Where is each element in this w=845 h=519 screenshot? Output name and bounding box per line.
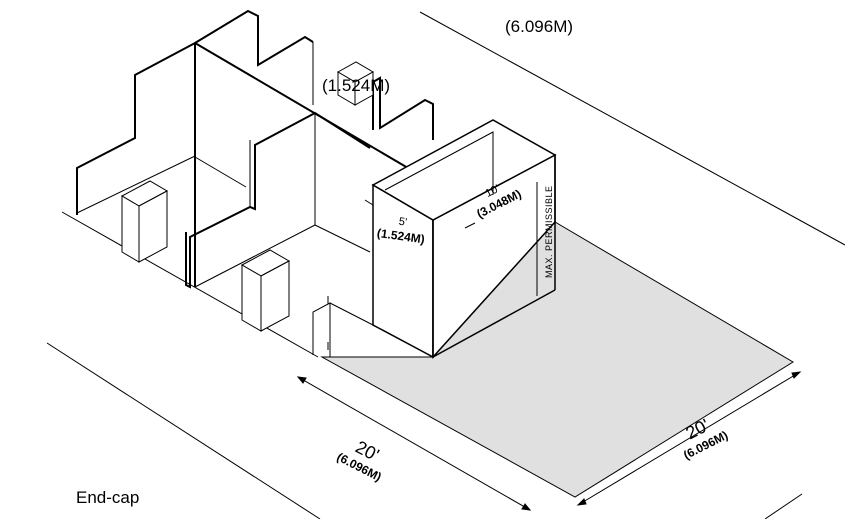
aisle-line-bottom-right [764, 493, 803, 519]
max-permissible-label: MAX. PERMISSIBLE [544, 185, 554, 278]
dimension-arrows [296, 182, 802, 511]
aisle-line-top [419, 11, 845, 246]
booth-floor-shaded [320, 221, 794, 498]
cabinet-middle [240, 249, 291, 332]
front-short-wall [312, 302, 331, 357]
top-dimension-label: (6.096M) [505, 17, 574, 36]
cabinet-left [120, 180, 169, 263]
back-wall-left [76, 41, 196, 287]
rear-dimension-label: (1.524M) [322, 76, 391, 95]
cabinet-rear [336, 61, 375, 106]
rear-partition [194, 42, 409, 169]
floor-edge-inner-2 [194, 156, 247, 188]
floor-edge-inner-3 [194, 224, 316, 288]
floor-edge-inner [76, 155, 196, 214]
end-cap-title: End-cap [76, 488, 140, 507]
aisle-line-left [46, 342, 321, 519]
max-height-box [371, 119, 557, 359]
front-short-wall-top [329, 302, 374, 326]
back-wall-left-top [194, 9, 314, 67]
floor-edge-inner-4 [314, 224, 371, 253]
